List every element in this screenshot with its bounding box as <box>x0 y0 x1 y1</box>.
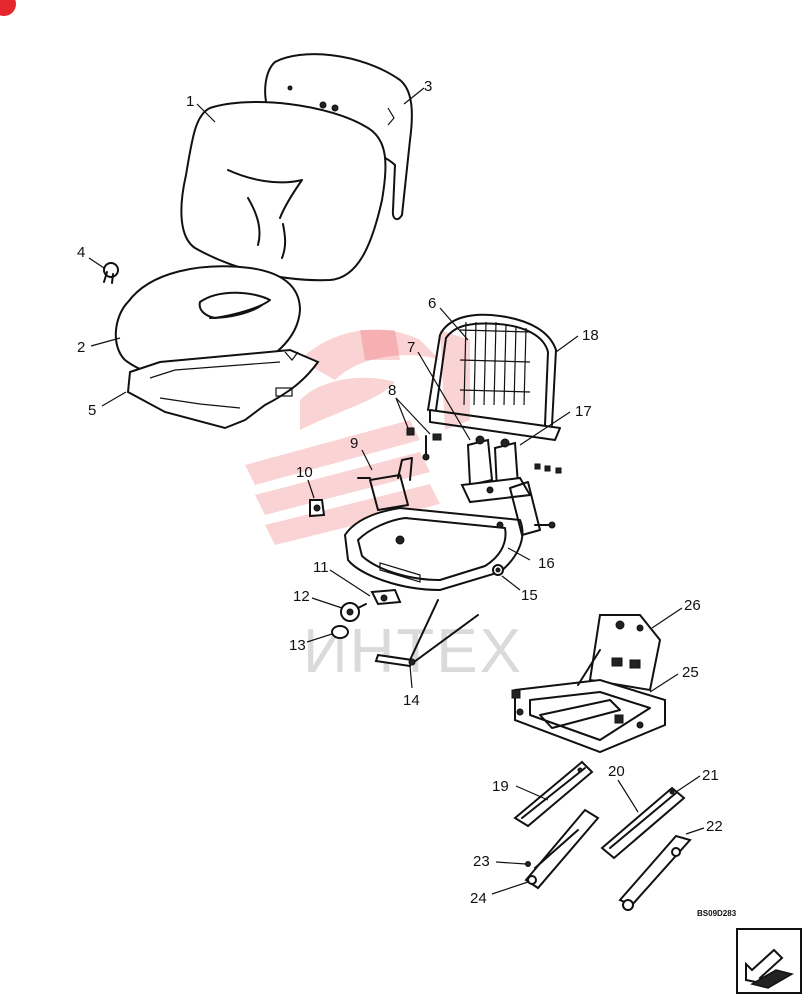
part-19-slide-rail <box>513 760 594 828</box>
callout-16: 16 <box>538 555 555 572</box>
callout-8: 8 <box>388 382 396 399</box>
callout-10: 10 <box>296 464 313 481</box>
part-17-recliner-mechanism <box>460 435 532 504</box>
part-1-backrest-cushion <box>180 101 387 282</box>
back-frame-springs <box>459 321 531 406</box>
frame-fasteners <box>534 463 562 474</box>
part-25-suspension-base <box>511 649 666 754</box>
callout-19: 19 <box>492 778 509 795</box>
part-23-fastener <box>525 861 531 867</box>
callout-17: 17 <box>575 403 592 420</box>
callout-12: 12 <box>293 588 310 605</box>
callout-6: 6 <box>428 295 436 312</box>
callout-9: 9 <box>350 435 358 452</box>
part-10-fitting <box>309 499 326 518</box>
arrow-icon <box>745 948 794 989</box>
callout-7: 7 <box>407 339 415 356</box>
part-21-slide-rail <box>600 786 686 860</box>
part-24-slide-rail <box>524 808 600 890</box>
part-26-suspension-top <box>588 614 662 692</box>
corner-badge-icon <box>0 0 16 16</box>
part-8-bolts <box>406 427 442 461</box>
callout-21: 21 <box>702 767 719 784</box>
part-2-seat-cushion <box>114 265 302 381</box>
watermark-logo <box>245 329 470 545</box>
callout-11: 11 <box>313 559 329 576</box>
callout-13: 13 <box>289 637 306 654</box>
callout-14: 14 <box>403 692 420 709</box>
next-page-button[interactable] <box>736 928 802 994</box>
part-13-washer <box>331 625 349 639</box>
callout-24: 24 <box>470 890 487 907</box>
part-12-knob <box>340 602 367 622</box>
callout-labels: 1 2 3 4 5 6 7 8 9 10 11 12 13 14 15 16 1… <box>77 78 723 907</box>
part-5-seat-pan <box>126 348 320 430</box>
callout-2: 2 <box>77 339 85 356</box>
callout-18: 18 <box>582 327 599 344</box>
part-4-knob <box>103 262 119 284</box>
callout-25: 25 <box>682 664 699 681</box>
part-6-back-frame <box>427 313 561 441</box>
leader-lines <box>88 87 705 895</box>
callout-3: 3 <box>424 78 432 95</box>
callout-20: 20 <box>608 763 625 780</box>
callout-23: 23 <box>473 853 490 870</box>
part-16-seat-frame <box>343 457 556 592</box>
part-15-nut <box>492 564 504 576</box>
callout-1: 1 <box>186 93 194 110</box>
drawing-code: BS09D283 <box>697 909 737 918</box>
part-22-slide-rail <box>618 834 692 911</box>
callout-22: 22 <box>706 818 723 835</box>
callout-5: 5 <box>88 402 96 419</box>
callout-15: 15 <box>521 587 538 604</box>
callout-26: 26 <box>684 597 701 614</box>
callout-4: 4 <box>77 244 85 261</box>
part-11-lever <box>370 588 402 606</box>
